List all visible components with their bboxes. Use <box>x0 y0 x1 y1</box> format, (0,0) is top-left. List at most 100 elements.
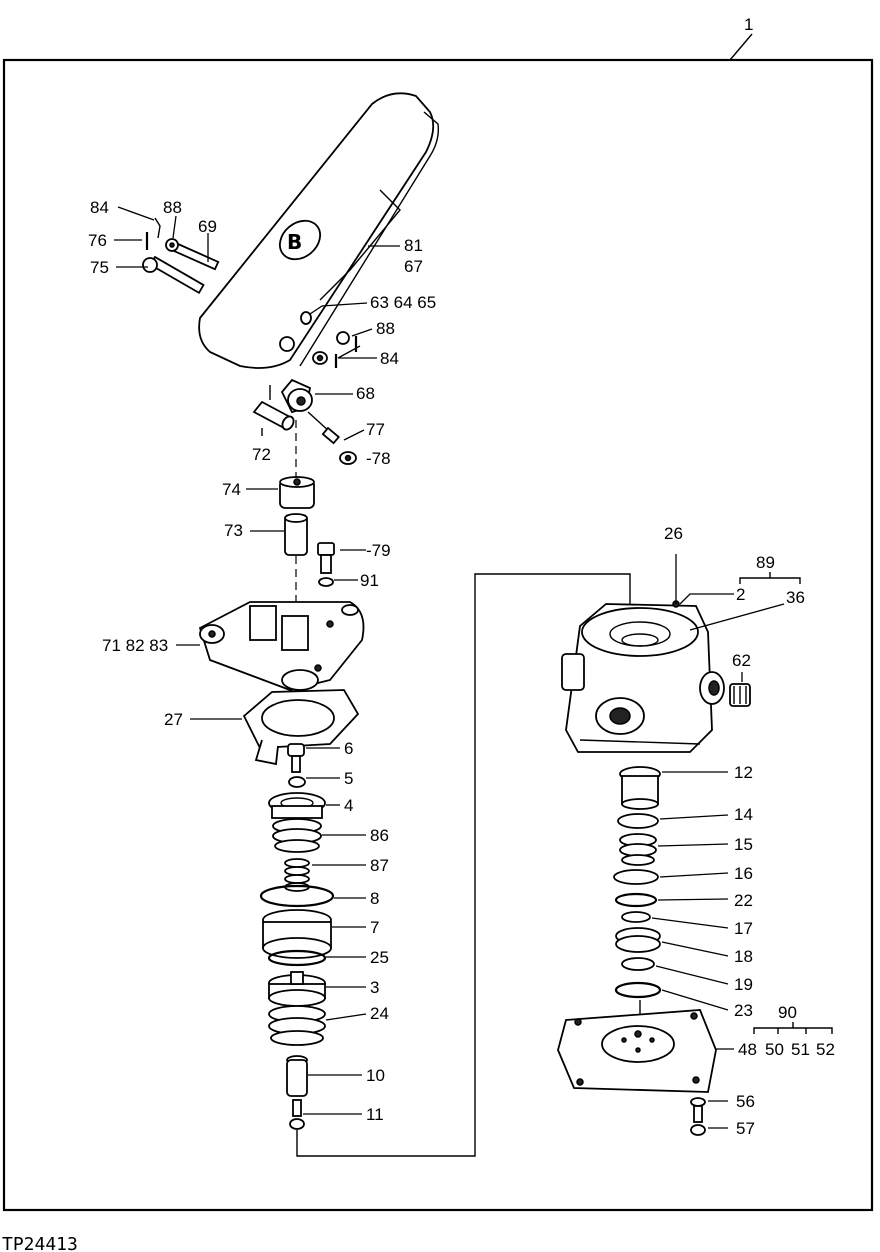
callout-78: -78 <box>366 449 391 468</box>
callout-87: 87 <box>370 856 389 875</box>
callout-57: 57 <box>736 1119 755 1138</box>
callout-88-mid: 88 <box>376 319 395 338</box>
group-bracket-90 <box>753 1022 833 1034</box>
piston-part-3 <box>268 971 326 1007</box>
assembly-connector-line <box>296 573 631 1157</box>
callout-24: 24 <box>370 1004 389 1023</box>
ring-part-16 <box>613 869 659 885</box>
spring-part-87 <box>284 858 310 892</box>
washer-part-56 <box>690 1097 706 1107</box>
plug-part-62 <box>729 683 751 707</box>
callout-11: 11 <box>366 1105 384 1124</box>
callout-14: 14 <box>734 805 753 824</box>
screw-part-11 <box>289 1099 305 1130</box>
callout-26: 26 <box>664 524 683 543</box>
ring-part-17 <box>621 911 651 923</box>
gasket-part-27 <box>242 689 360 766</box>
callout-75: 75 <box>90 258 109 277</box>
ring-part-14 <box>617 813 659 829</box>
callout-91: 91 <box>360 571 379 590</box>
callout-84-top: 84 <box>90 198 109 217</box>
callout-4: 4 <box>344 796 353 815</box>
callout-12: 12 <box>734 763 753 782</box>
callout-27: 27 <box>164 710 183 729</box>
callout-16: 16 <box>734 864 753 883</box>
callout-84-mid: 84 <box>380 349 399 368</box>
callout-52: 52 <box>816 1040 835 1059</box>
plunger-part-74 <box>279 476 315 509</box>
group-bracket-89 <box>739 572 801 584</box>
snap-ring-part-23 <box>614 981 662 999</box>
pedal: B <box>198 92 440 369</box>
pedal-bracket-parts <box>279 311 358 368</box>
callout-68: 68 <box>356 384 375 403</box>
bolt-part-57 <box>690 1105 706 1136</box>
plunger-part-73 <box>284 513 308 556</box>
washer-part-91 <box>318 577 334 587</box>
mounting-plate <box>198 601 365 691</box>
oring-part-22 <box>614 892 658 908</box>
callout-23: 23 <box>734 1001 753 1020</box>
valve-body <box>561 600 725 753</box>
bolt-nut-77-78 <box>307 411 357 465</box>
callout-2: 2 <box>736 585 745 604</box>
callout-69: 69 <box>198 217 217 236</box>
callout-67: 67 <box>404 257 423 276</box>
callout-81: 81 <box>404 236 423 255</box>
figure-id: TP24413 <box>2 1234 78 1252</box>
seat-part-18 <box>615 927 661 953</box>
callout-86: 86 <box>370 826 389 845</box>
callout-5: 5 <box>344 769 353 788</box>
pin-part-72 <box>252 385 295 436</box>
callout-56: 56 <box>736 1092 755 1111</box>
callout-19: 19 <box>734 975 753 994</box>
callout-3: 3 <box>370 978 379 997</box>
spring-part-15 <box>619 833 657 866</box>
oring-part-8 <box>259 884 335 908</box>
callout-48: 48 <box>738 1040 757 1059</box>
roller-part-68 <box>280 378 313 414</box>
assembly-leader <box>729 33 753 61</box>
callout-79: -79 <box>366 541 391 560</box>
callout-7: 7 <box>370 918 379 937</box>
callout-88-top: 88 <box>163 198 182 217</box>
callout-76: 76 <box>88 231 107 250</box>
callout-71-82-83: 71 82 83 <box>102 636 168 655</box>
callout-90: 90 <box>778 1003 797 1022</box>
callout-22: 22 <box>734 891 753 910</box>
sleeve-part-12 <box>619 766 661 810</box>
callout-89: 89 <box>756 553 775 572</box>
callout-8: 8 <box>370 889 379 908</box>
callout-10: 10 <box>366 1066 385 1085</box>
pivot-pin-hardware <box>142 217 220 295</box>
callout-62: 62 <box>732 651 751 670</box>
callout-18: 18 <box>734 947 753 966</box>
callout-63-64-65: 63 64 65 <box>370 293 436 312</box>
ring-part-19 <box>621 957 655 971</box>
callout-50: 50 <box>765 1040 784 1059</box>
stem-part-6 <box>287 743 305 773</box>
spring-part-24 <box>268 1005 326 1046</box>
ring-part-5 <box>288 776 306 788</box>
callout-6: 6 <box>344 739 353 758</box>
callout-17: 17 <box>734 919 753 938</box>
assembly-number: 1 <box>744 15 753 34</box>
callout-77: 77 <box>366 420 385 439</box>
cover-plate-part-48 <box>557 1009 717 1093</box>
retainer-part-4 <box>268 792 326 819</box>
plunger-part-10 <box>286 1055 308 1097</box>
svg-text:B: B <box>287 230 302 254</box>
callout-51: 51 <box>791 1040 810 1059</box>
callout-25: 25 <box>370 948 389 967</box>
diagram-frame <box>2 58 874 1212</box>
callout-74: 74 <box>222 480 241 499</box>
callout-36: 36 <box>786 588 805 607</box>
callout-73: 73 <box>224 521 243 540</box>
spring-part-86 <box>272 818 322 853</box>
callout-15: 15 <box>734 835 753 854</box>
leader-lines <box>114 206 785 1129</box>
callout-72: 72 <box>252 445 271 464</box>
piston-part-7 <box>262 909 332 967</box>
bolt-part-79 <box>317 542 335 574</box>
